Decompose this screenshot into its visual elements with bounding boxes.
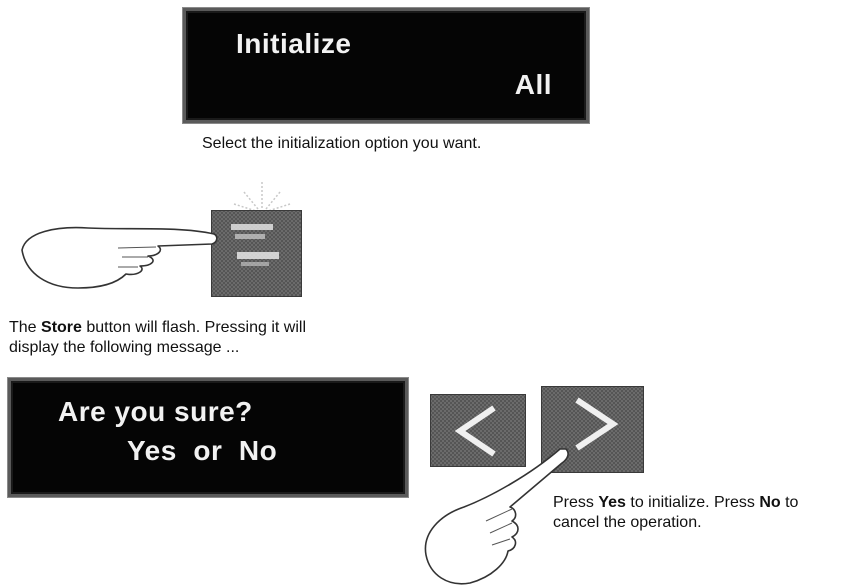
store-caption-bold: Store [41, 319, 82, 336]
lcd-line-1: Initialize [236, 28, 352, 59]
left-arrow-button[interactable] [430, 394, 526, 467]
yes-no-caption-p3: to cancel the operation. [553, 494, 799, 531]
store-caption-post: button will flash. Pressing it will disp… [9, 319, 307, 356]
lcd-line-2: Yes or No [127, 435, 278, 466]
select-option-caption: Select the initialization option you wan… [202, 135, 482, 152]
yes-label: Yes [598, 494, 626, 511]
store-caption: The Store button will flash. Pressing it… [9, 318, 339, 358]
lcd-display-confirm: Are you sure? Yes or No [8, 378, 408, 497]
yes-no-caption-p1: Press [553, 494, 599, 511]
store-button[interactable] [211, 210, 302, 297]
yes-no-caption-p2: to initialize. Press [625, 494, 760, 511]
flash-rays-icon [233, 182, 291, 212]
lcd-line-2: All [514, 69, 552, 100]
lcd-line-1: Are you sure? [58, 396, 253, 427]
no-label: No [759, 494, 781, 511]
chevron-left-icon [454, 405, 496, 457]
yes-no-caption: Press Yes to initialize. Press No to can… [553, 493, 843, 533]
store-caption-pre: The [9, 319, 42, 336]
pointing-hand-icon [424, 448, 569, 585]
store-button-icon [231, 224, 279, 266]
pointing-hand-icon [21, 226, 218, 289]
right-arrow-button[interactable] [541, 386, 644, 473]
lcd-display-initialize: Initialize All [183, 8, 589, 123]
